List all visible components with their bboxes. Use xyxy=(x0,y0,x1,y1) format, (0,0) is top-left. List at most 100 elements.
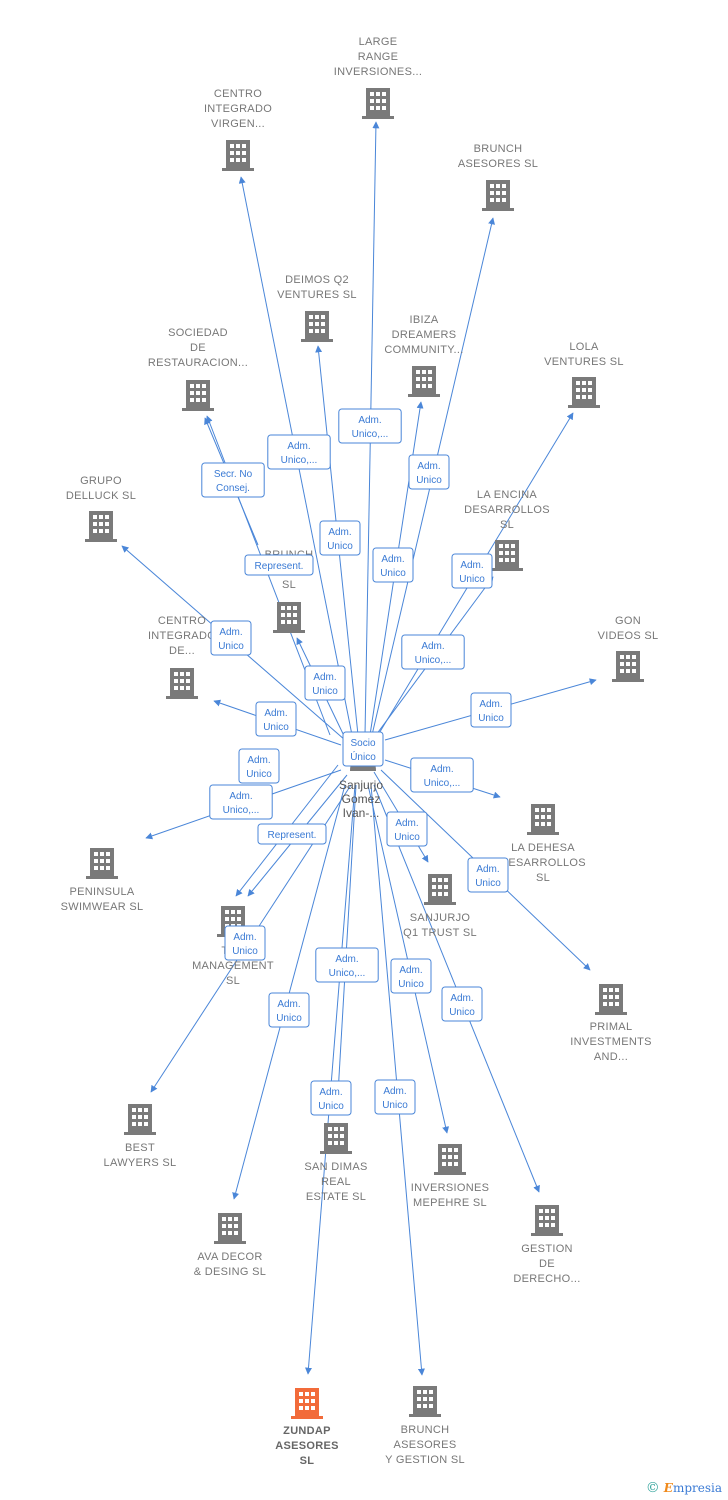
person-name: Gomez xyxy=(342,792,381,806)
edge-label-lola[interactable]: Adm.Unico xyxy=(451,553,493,589)
edge-label-text: Adm. xyxy=(229,791,252,802)
building-icon xyxy=(595,984,627,1015)
edge-label-text: Unico xyxy=(318,1101,344,1112)
company-label: DESARROLLOS xyxy=(464,504,550,516)
building-icon xyxy=(568,377,600,408)
edge-label-san-dimas[interactable]: Adm.Unico,... xyxy=(315,947,379,983)
edge-label-top-management[interactable]: Adm.Unico xyxy=(238,748,280,784)
edge-label-peninsula[interactable]: Adm.Unico,... xyxy=(209,784,273,820)
company-node-ava-decor[interactable]: AVA DECOR& DESING SL xyxy=(194,1213,266,1278)
edge-label-top-management[interactable]: Represent. xyxy=(257,823,327,845)
edge-label-box xyxy=(470,692,512,728)
company-label: LARGE xyxy=(359,36,398,48)
company-node-ibiza[interactable]: IBIZADREAMERSCOMMUNITY... xyxy=(384,314,463,397)
edge-label-box xyxy=(210,620,252,656)
edge-label-text: Adm. xyxy=(395,818,418,829)
company-node-centro-de[interactable]: CENTROINTEGRADODE... xyxy=(148,615,216,699)
company-label: INVESTMENTS xyxy=(570,1036,652,1048)
edge-label-box xyxy=(401,634,465,670)
edge-label-text: Adm. xyxy=(287,441,310,452)
company-label: DERECHO... xyxy=(513,1273,580,1285)
edge-label-text: Unico,... xyxy=(281,455,318,466)
edge-label-text: Unico xyxy=(398,979,424,990)
edge-label-ibiza[interactable]: Adm.Unico xyxy=(372,547,414,583)
edge-label-text: Adm. xyxy=(399,965,422,976)
company-label: SL xyxy=(536,872,550,884)
company-node-large-range[interactable]: LARGERANGEINVERSIONES... xyxy=(334,36,423,119)
edge-label-text: Represent. xyxy=(268,830,317,841)
edge-label-la-encina[interactable]: Adm.Unico,... xyxy=(401,634,465,670)
edge-label-box xyxy=(268,992,310,1028)
company-label: INVERSIONES xyxy=(411,1182,490,1194)
edge-label-box xyxy=(267,434,331,470)
edge-label-brunch-mid[interactable]: Adm.Unico xyxy=(304,665,346,701)
building-icon xyxy=(85,511,117,542)
edge-label-box xyxy=(255,701,297,737)
building-icon xyxy=(531,1205,563,1236)
edge-label-mepehre[interactable]: Adm. Unico xyxy=(390,958,432,994)
edge-label-centro-virgen[interactable]: Adm. Unico,... xyxy=(267,434,331,470)
company-label: SL xyxy=(226,975,240,987)
person-name: Sanjurjo xyxy=(339,778,383,792)
edge-label-box xyxy=(338,408,402,444)
edge-label-text: Unico,... xyxy=(352,429,389,440)
edge-label-sanjurjo-trust[interactable]: Adm.Unico xyxy=(386,811,428,847)
edge-label-primal[interactable]: Adm.Unico xyxy=(467,857,509,893)
edge-label-centro-de[interactable]: Adm.Unico xyxy=(255,701,297,737)
edge-label-box xyxy=(386,811,428,847)
edge-label-la-dehesa[interactable]: Adm.Unico,... xyxy=(410,757,474,793)
edge-label-deimos[interactable]: Adm.Unico xyxy=(319,520,361,556)
edge-label-zundap[interactable]: Adm.Unico xyxy=(310,1080,352,1116)
company-node-centro-virgen[interactable]: CENTROINTEGRADOVIRGEN... xyxy=(204,88,272,171)
building-icon xyxy=(491,540,523,571)
edge-label-box xyxy=(390,958,432,994)
company-label: VENTURES SL xyxy=(544,356,624,368)
edge-label-box xyxy=(372,547,414,583)
edge-label-large-range[interactable]: Adm.Unico,... xyxy=(338,408,402,444)
edge-label-text: Adm. xyxy=(335,954,358,965)
edge-label-box xyxy=(201,462,265,498)
edge-label-gestion[interactable]: Adm.Unico xyxy=(441,986,483,1022)
company-label: LAWYERS SL xyxy=(104,1157,177,1169)
company-label: DE... xyxy=(169,645,195,657)
edge-label-grupo-delluck[interactable]: Adm.Unico xyxy=(210,620,252,656)
building-icon xyxy=(166,668,198,699)
edge-label-text: Adm. xyxy=(450,993,473,1004)
edge-label-best-lawyers[interactable]: Adm.Unico xyxy=(224,925,266,961)
company-label: DESARROLLOS xyxy=(500,857,586,869)
company-label: VENTURES SL xyxy=(277,289,357,301)
empresia-credit[interactable]: ©Empresia xyxy=(646,1480,722,1496)
company-node-sociedad[interactable]: SOCIEDADDERESTAURACION... xyxy=(148,327,248,411)
edge-label-gon[interactable]: Adm.Unico xyxy=(470,692,512,728)
edge-label-text: Unico xyxy=(263,722,289,733)
company-node-gestion[interactable]: GESTIONDEDERECHO... xyxy=(513,1205,580,1285)
edge-label-box xyxy=(342,731,384,767)
edge-label-text: Unico xyxy=(478,713,504,724)
building-icon xyxy=(320,1123,352,1154)
company-node-primal[interactable]: PRIMALINVESTMENTSAND... xyxy=(570,984,652,1063)
edge-label-box xyxy=(374,1079,416,1115)
edge-to-zundap xyxy=(305,784,356,1375)
edge-label-brunch-asesores-top[interactable]: Adm.Unico xyxy=(408,454,450,490)
edge-label-sociedad[interactable]: Represent. xyxy=(244,554,314,576)
edge-label-brunch-gestion[interactable]: Adm.Unico xyxy=(374,1079,416,1115)
edge-label-ava-decor[interactable]: Adm.Unico xyxy=(268,992,310,1028)
company-label: INTEGRADO xyxy=(148,630,216,642)
